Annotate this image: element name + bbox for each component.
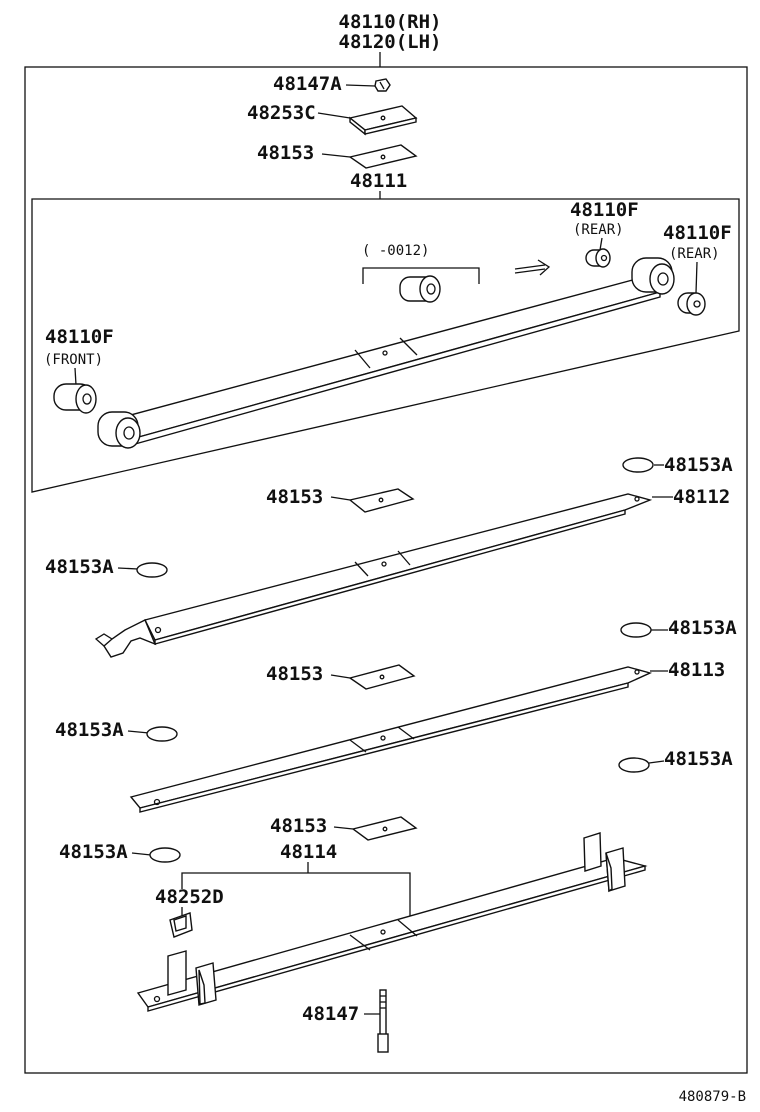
bolt-48147[interactable]	[377, 989, 389, 1053]
label-rear-1: (REAR)	[573, 222, 624, 238]
leader-48253c	[317, 112, 351, 119]
bushing-serial-range[interactable]	[399, 275, 441, 303]
clip-48252d[interactable]	[169, 912, 193, 938]
label-48153a-1[interactable]: 48153A	[664, 454, 733, 476]
label-front: (FRONT)	[44, 352, 103, 368]
leader-48110f-rear-1	[599, 237, 603, 251]
leader-48153a-5	[648, 760, 665, 764]
label-48147[interactable]: 48147	[302, 1003, 359, 1025]
label-assembly-lh[interactable]: 48120(LH)	[339, 31, 442, 53]
disc-48153a-2[interactable]	[136, 562, 168, 578]
label-48153a-2[interactable]: 48153A	[45, 556, 114, 578]
pad-48153-2[interactable]	[348, 488, 415, 513]
outer-frame	[24, 66, 748, 1074]
label-48252d[interactable]: 48252D	[155, 886, 224, 908]
nut-48147a[interactable]	[374, 78, 391, 92]
label-48147a[interactable]: 48147A	[273, 73, 342, 95]
label-48153a-3[interactable]: 48153A	[668, 617, 737, 639]
leader-48110f-rear-2	[695, 261, 698, 294]
label-48111[interactable]: 48111	[350, 170, 407, 192]
disc-48153a-5[interactable]	[618, 757, 650, 773]
label-48112[interactable]: 48112	[673, 486, 730, 508]
leader-48153-3	[330, 674, 351, 679]
label-48110f-rear-1[interactable]: 48110F	[570, 199, 639, 221]
direction-arrow	[514, 259, 551, 276]
bushing-48110f-rear-1[interactable]	[585, 248, 611, 268]
figure-code: 480879-B	[679, 1089, 746, 1105]
leader-48153a-4	[127, 730, 150, 734]
label-48153a-6[interactable]: 48153A	[59, 841, 128, 863]
disc-48153a-6[interactable]	[149, 847, 181, 863]
label-48153a-5[interactable]: 48153A	[664, 748, 733, 770]
inner-frame-48111	[31, 198, 740, 493]
label-48153-3[interactable]: 48153	[266, 663, 323, 685]
pad-48153-4[interactable]	[351, 816, 418, 841]
label-48110f-front[interactable]: 48110F	[45, 326, 114, 348]
leaf-48113[interactable]	[129, 666, 653, 813]
leader-48147a	[345, 84, 376, 87]
label-48113[interactable]: 48113	[668, 659, 725, 681]
leaf-48112[interactable]	[94, 493, 653, 658]
leader-48153a-6	[131, 852, 152, 856]
serial-range-bracket	[362, 267, 480, 284]
leader-48110f-front	[74, 367, 77, 386]
label-48114[interactable]: 48114	[280, 841, 337, 863]
label-assembly-rh[interactable]: 48110(RH)	[339, 11, 442, 33]
bushing-48110f-rear-2[interactable]	[677, 292, 706, 316]
plate-48253c[interactable]	[348, 105, 418, 136]
label-48153-2[interactable]: 48153	[266, 486, 323, 508]
label-48253c[interactable]: 48253C	[247, 102, 316, 124]
leaf-48111[interactable]	[97, 257, 675, 449]
leader-48153-2	[330, 496, 351, 501]
leader-48153a-2	[117, 567, 139, 570]
label-48153-top[interactable]: 48153	[257, 142, 314, 164]
serial-range-note: ( -0012)	[362, 243, 429, 259]
label-48153a-4[interactable]: 48153A	[55, 719, 124, 741]
leaf-48114[interactable]	[136, 832, 648, 1012]
leader-48153-4	[333, 826, 354, 830]
label-48110f-rear-2[interactable]: 48110F	[663, 222, 732, 244]
pad-48153-3[interactable]	[348, 664, 416, 690]
leader-48114	[181, 872, 411, 918]
pad-48153-top[interactable]	[348, 144, 418, 169]
bushing-48110f-front[interactable]	[53, 383, 97, 414]
disc-48153a-4[interactable]	[146, 726, 178, 742]
label-48153-4[interactable]: 48153	[270, 815, 327, 837]
disc-48153a-3[interactable]	[620, 622, 652, 638]
leader-48153-top	[321, 153, 351, 158]
label-rear-2: (REAR)	[669, 246, 720, 262]
disc-48153a-1[interactable]	[622, 457, 654, 473]
